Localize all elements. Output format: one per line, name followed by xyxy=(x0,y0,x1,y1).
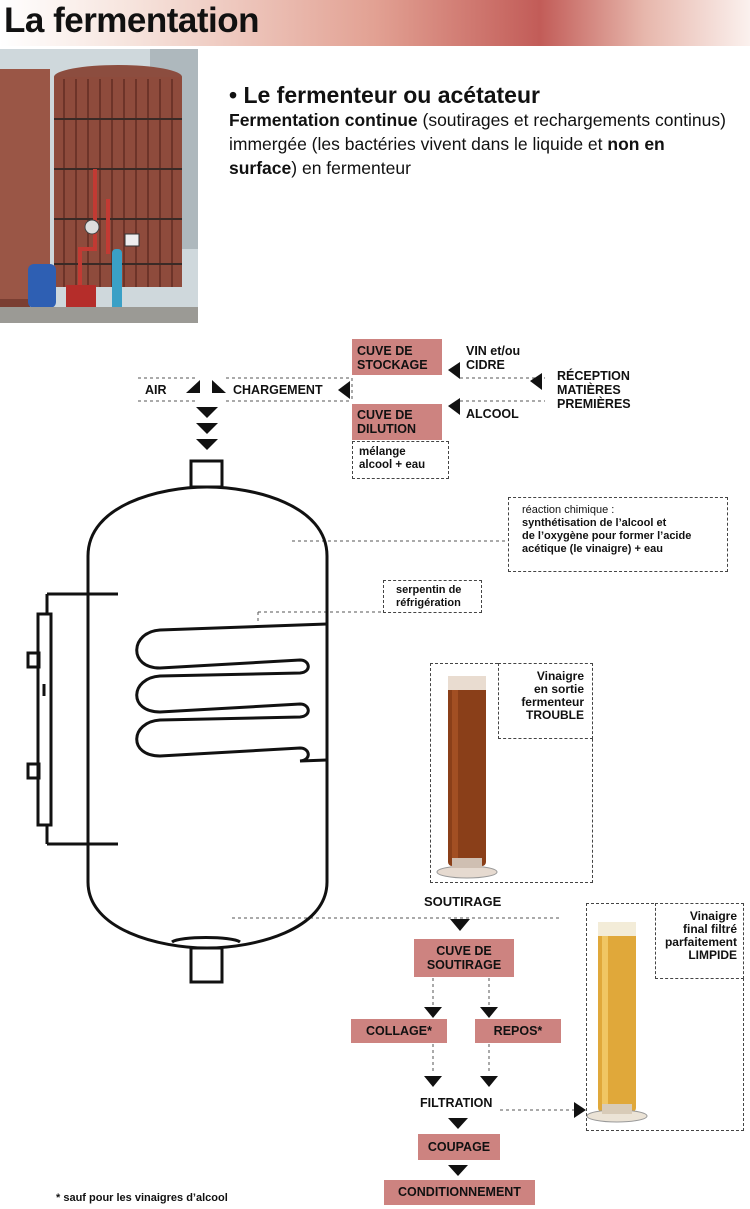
vin-line1: VIN et/ou xyxy=(466,344,521,358)
limpide-line4: LIMPIDE xyxy=(688,948,737,962)
serpentin-line1: serpentin de xyxy=(396,584,462,596)
cuve-stockage-line2: STOCKAGE xyxy=(357,358,428,372)
title-banner: La fermentation xyxy=(0,0,750,46)
reception-line3: PREMIÈRES xyxy=(557,397,631,411)
cuve-dilution-box: CUVE DE DILUTION xyxy=(352,404,442,440)
conditionnement-box: CONDITIONNEMENT xyxy=(384,1180,535,1205)
footnote: * sauf pour les vinaigres d’alcool xyxy=(56,1192,228,1204)
reception-label: RÉCEPTION MATIÈRES PREMIÈRES xyxy=(557,369,631,411)
reception-line2: MATIÈRES xyxy=(557,383,621,397)
cuve-soutirage-line1: CUVE DE xyxy=(436,944,492,958)
chargement-label: CHARGEMENT xyxy=(233,383,323,397)
cylinder-trouble xyxy=(436,676,498,879)
repos-box: REPOS* xyxy=(475,1019,561,1043)
soutirage-label: SOUTIRAGE xyxy=(424,894,502,909)
cuve-soutirage-box: CUVE DE SOUTIRAGE xyxy=(414,939,514,977)
trouble-line4: TROUBLE xyxy=(526,708,584,722)
vin-label: VIN et/ou CIDRE xyxy=(466,344,520,372)
air-label: AIR xyxy=(145,383,167,397)
melange-line2: alcool + eau xyxy=(359,459,426,471)
reaction-line4: acétique (le vinaigre) + eau xyxy=(522,543,663,555)
cuve-stockage-line1: CUVE DE xyxy=(357,344,413,358)
limpide-line2: final filtré xyxy=(682,922,737,936)
reception-line1: RÉCEPTION xyxy=(557,369,630,383)
intro-bold-1: Fermentation continue xyxy=(229,110,418,130)
serpentin-note: serpentin de réfrigération xyxy=(383,580,482,613)
cuve-dilution-line1: CUVE DE xyxy=(357,408,413,422)
coupage-box: COUPAGE xyxy=(418,1134,500,1160)
reaction-line1: réaction chimique : xyxy=(522,504,615,516)
melange-line1: mélange xyxy=(359,446,406,458)
intro-bold-2: non en surface xyxy=(229,134,665,178)
vinaigre-limpide-note: Vinaigre final filtré parfaitement LIMPI… xyxy=(655,903,744,979)
trouble-line1: Vinaigre xyxy=(536,669,584,683)
trouble-line2: en sortie xyxy=(533,682,584,696)
reaction-line2: synthétisation de l’alcool et xyxy=(522,517,667,529)
intro-text-2: ) en fermenteur xyxy=(291,158,411,178)
page-title: La fermentation xyxy=(4,1,260,40)
fermenter-photo xyxy=(0,49,198,323)
cuve-dilution-line2: DILUTION xyxy=(357,422,417,436)
section-heading: • Le fermenteur ou acétateur xyxy=(229,82,540,108)
collage-box: COLLAGE* xyxy=(351,1019,447,1043)
trouble-line3: fermenteur xyxy=(521,695,584,709)
filtration-label: FILTRATION xyxy=(420,1096,493,1110)
serpentin-line2: réfrigération xyxy=(396,597,461,609)
cuve-stockage-box: CUVE DE STOCKAGE xyxy=(352,339,442,375)
cylinder-limpide xyxy=(586,922,648,1123)
reaction-note: réaction chimique : synthétisation de l’… xyxy=(508,497,728,572)
intro-text-1: (soutirages et rechargements continus) i… xyxy=(229,110,726,154)
alcool-label: ALCOOL xyxy=(466,407,519,421)
limpide-line3: parfaitement xyxy=(664,935,737,949)
intro-paragraph: Fermentation continue (soutirages et rec… xyxy=(229,108,729,180)
cuve-soutirage-line2: SOUTIRAGE xyxy=(426,958,502,972)
limpide-line1: Vinaigre xyxy=(689,909,737,923)
vin-line2: CIDRE xyxy=(466,358,505,372)
melange-note: mélange alcool + eau xyxy=(352,441,449,479)
vinaigre-trouble-note: Vinaigre en sortie fermenteur TROUBLE xyxy=(498,663,593,739)
reaction-line3: de l’oxygène pour former l’acide xyxy=(522,530,692,542)
